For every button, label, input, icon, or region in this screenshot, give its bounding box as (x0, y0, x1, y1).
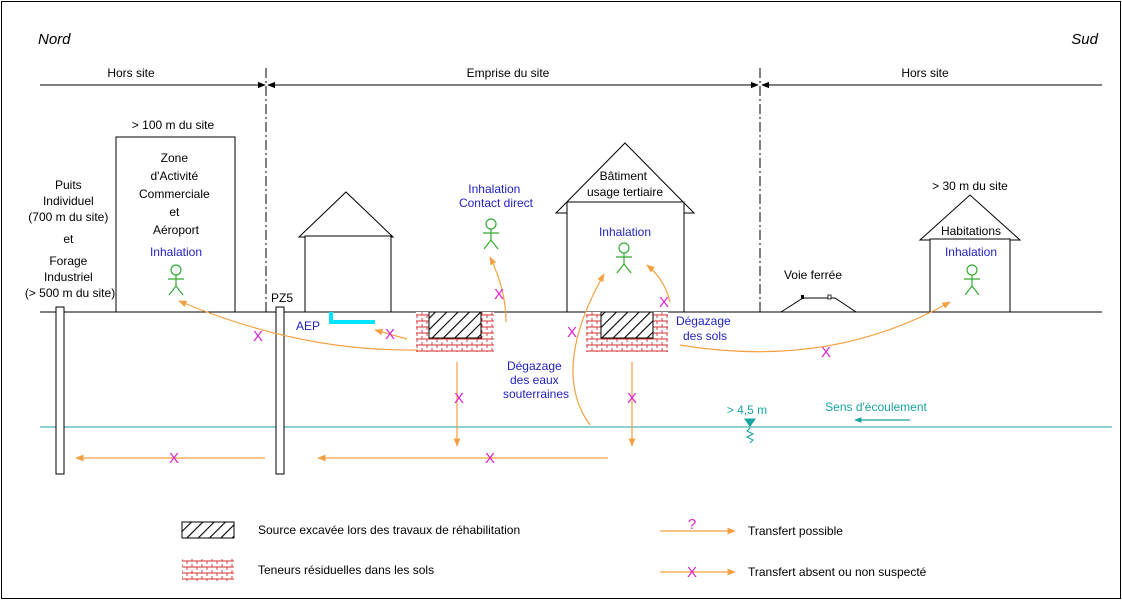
person-icon (483, 218, 499, 250)
cross-marker: X (385, 326, 395, 343)
zone-left-label: Hors site (107, 66, 155, 80)
transfer-arrows (75, 256, 951, 462)
legend: Source excavée lors des travaux de réhab… (181, 516, 927, 581)
housing-exposure: Inhalation (945, 245, 997, 259)
zone-center-label: Emprise du site (467, 66, 550, 80)
water-depth-label: > 4,5 m (727, 403, 767, 417)
rail-left (801, 295, 804, 299)
well-left (55, 306, 65, 475)
legend-residual-swatch (182, 559, 234, 581)
tertiary-building-exposure: Inhalation (599, 225, 651, 239)
piezometer-pz5 (275, 306, 285, 475)
cross-marker: X (454, 390, 464, 407)
excavated-source-left (428, 311, 482, 339)
tertiary-building-name: Bâtiment usage tertiaire (587, 169, 663, 199)
person-icon (168, 264, 184, 296)
small-house (304, 235, 392, 313)
legend-residual-content: Teneurs résiduelles dans les sols (258, 563, 434, 577)
person-icon (616, 242, 632, 274)
legend-possible-transfer: Transfert possible (748, 524, 843, 538)
water-level-symbol (743, 418, 757, 444)
housing-name: Habitations (941, 224, 1001, 238)
flow-direction-label: Sens d'écoulement (825, 400, 927, 414)
north-label: Nord (38, 31, 71, 48)
housing-distance: > 30 m du site (932, 179, 1008, 193)
center-receptor-exposure: Inhalation Contact direct (459, 182, 534, 210)
transfer-absent-markers: X X X X X X X X X X (169, 286, 831, 467)
commercial-name: Zone d'Activité Commerciale et Aéroport (139, 151, 213, 237)
legend-absent-transfer: Transfert absent ou non suspecté (748, 565, 927, 579)
small-house-roof (297, 191, 395, 238)
rail-right (827, 294, 832, 300)
excavated-source-right (600, 311, 654, 339)
cross-marker: X (567, 324, 577, 341)
person-icon (964, 264, 980, 296)
cross-marker: X (821, 344, 831, 361)
commercial-exposure: Inhalation (150, 245, 202, 259)
cross-marker: X (659, 294, 669, 311)
commercial-distance: > 100 m du site (132, 118, 215, 132)
cross-marker: X (494, 286, 504, 303)
wells-label: Puits Individuel (700 m du site) et Fora… (25, 178, 115, 300)
legend-hatch-swatch (181, 521, 235, 539)
piezometer-label: PZ5 (271, 291, 293, 305)
railway-embankment (779, 297, 858, 313)
aep-pipe (329, 312, 375, 324)
south-label: Sud (1071, 31, 1098, 48)
legend-absent-marker: X (687, 564, 697, 581)
cross-marker: X (485, 450, 495, 467)
cross-marker: X (627, 390, 637, 407)
legend-excavated-source: Source excavée lors des travaux de réhab… (258, 523, 520, 537)
soil-degassing-label: Dégazage des sols (676, 314, 734, 343)
housing-building (929, 238, 1011, 313)
zone-right-label: Hors site (901, 66, 949, 80)
railway-label: Voie ferrée (784, 268, 842, 282)
cross-marker: X (169, 450, 179, 467)
aep-label: AEP (296, 319, 320, 333)
cross-marker: X (253, 328, 263, 345)
groundwater-degassing-label: Dégazage des eaux souterraines (503, 359, 569, 401)
legend-possible-marker: ? (688, 516, 696, 533)
